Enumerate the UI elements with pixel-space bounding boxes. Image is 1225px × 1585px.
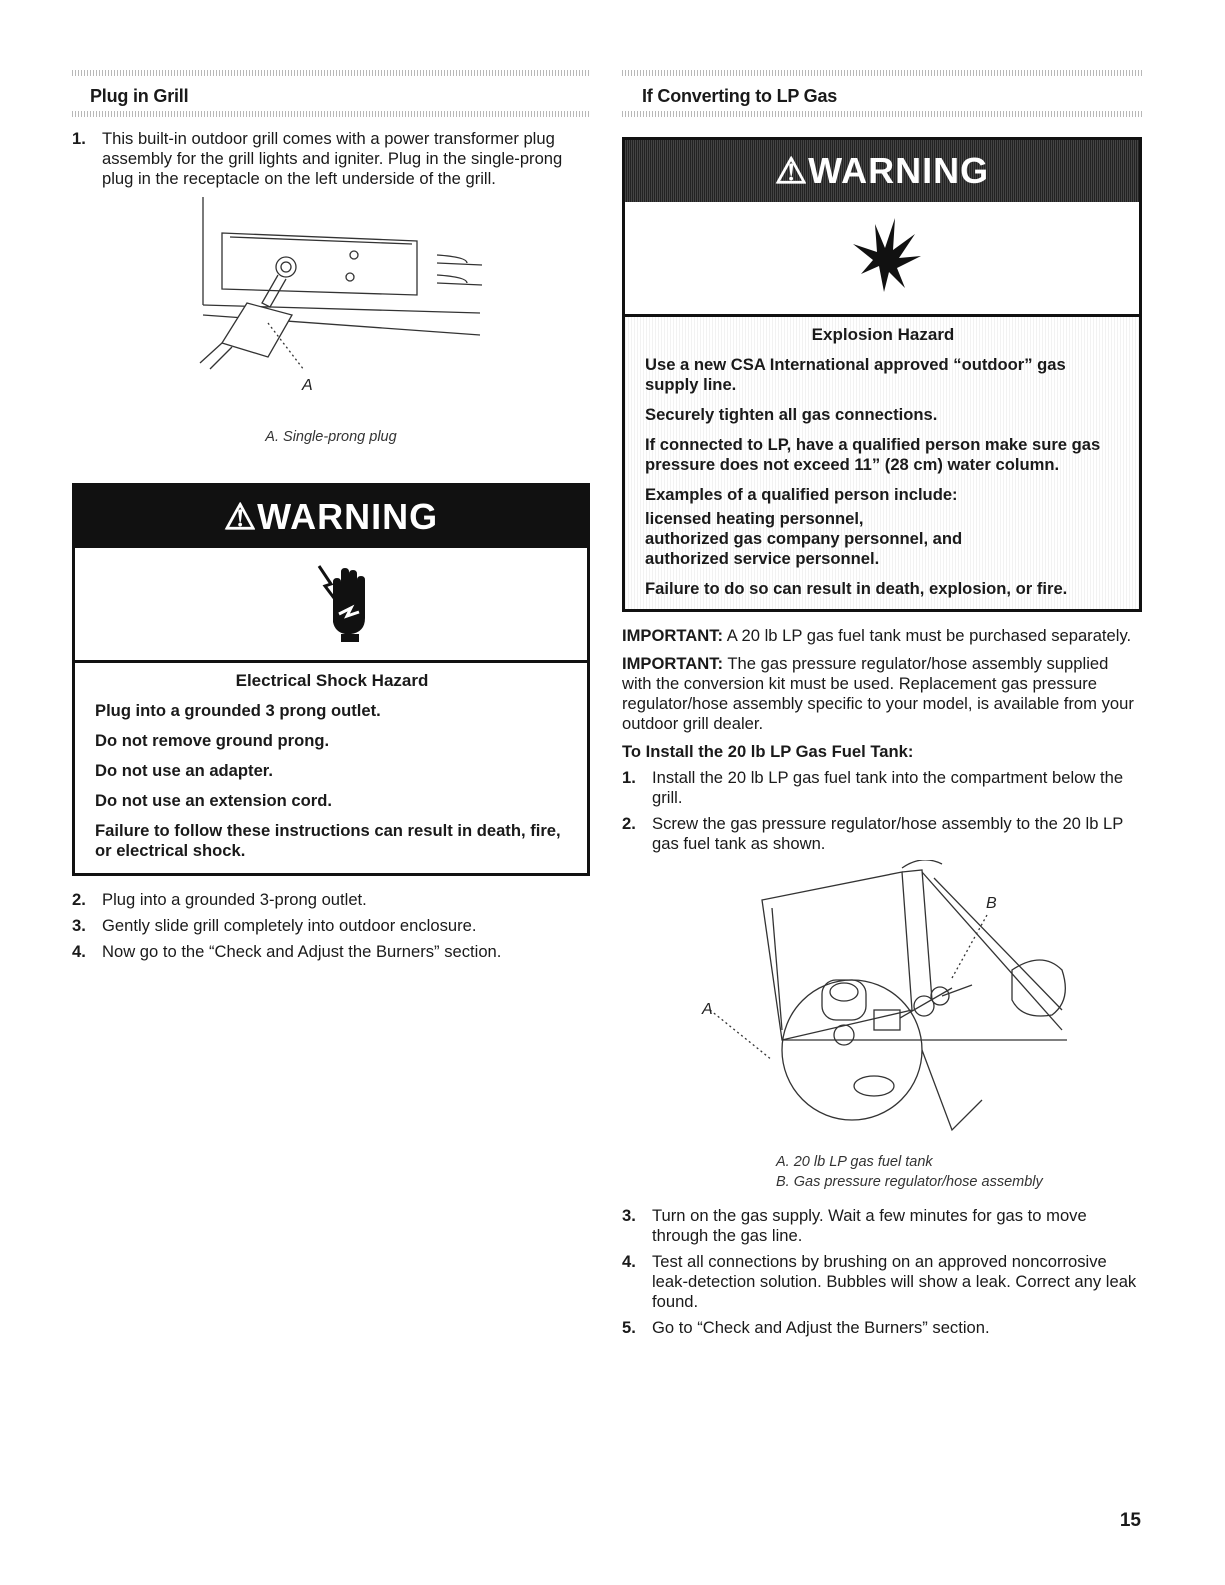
install-heading: To Install the 20 lb LP Gas Fuel Tank: xyxy=(622,742,914,761)
warning-line: Plug into a grounded 3 prong outlet. xyxy=(95,701,381,720)
warning-line: If connected to LP, have a qualified per… xyxy=(645,435,1101,474)
warning-line: Use a new CSA International approved “ou… xyxy=(645,355,1066,394)
warning-heading: ⚠WARNING xyxy=(625,140,1139,202)
warning-line: Do not remove ground prong. xyxy=(95,731,330,750)
figure-caption: A. 20 lb LP gas fuel tank B. Gas pressur… xyxy=(776,1154,1043,1190)
lp-tank-illustration: A B xyxy=(622,859,1142,1152)
section-title-lp-gas: If Converting to LP Gas xyxy=(642,86,838,106)
warning-line: licensed heating personnel, xyxy=(645,509,864,528)
warning-icon-area xyxy=(75,548,587,663)
explosion-icon xyxy=(853,218,921,292)
figure-caption: A. Single-prong plug xyxy=(265,429,397,445)
list-item: 2.Screw the gas pressure regulator/hose … xyxy=(622,814,1124,853)
warning-line: Examples of a qualified person include: xyxy=(645,485,958,504)
section-rule xyxy=(72,111,590,117)
warning-heading: ⚠WARNING xyxy=(75,486,587,548)
important-note: IMPORTANT: A 20 lb LP gas fuel tank must… xyxy=(622,626,1132,645)
figure-label-a: A xyxy=(301,377,313,394)
warning-line: Failure to follow these instructions can… xyxy=(95,821,561,860)
warning-line: Do not use an adapter. xyxy=(95,761,273,780)
list-item: 3.Turn on the gas supply. Wait a few min… xyxy=(622,1206,1087,1245)
electrical-shock-warning: ⚠WARNING Electrical Shock Hazard Plug in… xyxy=(72,483,590,876)
left-column: Plug in Grill 1.This built-in outdoor gr… xyxy=(72,70,590,968)
section-rule xyxy=(622,70,1142,76)
list-item: 5.Go to “Check and Adjust the Burners” s… xyxy=(622,1318,990,1337)
right-column: If Converting to LP Gas ⚠WARNING Explosi… xyxy=(622,70,1142,1344)
steps-list: 2.Plug into a grounded 3-prong outlet. 3… xyxy=(72,890,590,962)
section-title-plug-in-grill: Plug in Grill xyxy=(90,86,189,106)
figure-label-a: A xyxy=(701,1001,713,1018)
steps-list: 1.This built-in outdoor grill comes with… xyxy=(72,129,590,189)
warning-line: authorized service personnel. xyxy=(645,549,880,568)
section-rule xyxy=(622,111,1142,117)
warning-line: Do not use an extension cord. xyxy=(95,791,332,810)
warning-line: Failure to do so can result in death, ex… xyxy=(645,579,1068,598)
page-number: 15 xyxy=(1119,1510,1141,1531)
single-prong-plug-illustration: A xyxy=(199,197,483,394)
install-steps: 1.Install the 20 lb LP gas fuel tank int… xyxy=(622,768,1142,854)
figure-label-b: B xyxy=(986,895,997,912)
lp-tank-regulator-illustration: A B xyxy=(701,859,1067,1132)
section-rule xyxy=(72,70,590,76)
warning-body: Electrical Shock Hazard Plug into a grou… xyxy=(75,663,587,873)
warning-body: Explosion Hazard Use a new CSA Internati… xyxy=(625,317,1139,609)
warning-line: Securely tighten all gas connections. xyxy=(645,405,938,424)
list-item: 4.Now go to the “Check and Adjust the Bu… xyxy=(72,942,502,961)
list-item: 3.Gently slide grill completely into out… xyxy=(72,916,477,935)
important-notes: IMPORTANT: A 20 lb LP gas fuel tank must… xyxy=(622,626,1142,762)
install-steps-continued: 3.Turn on the gas supply. Wait a few min… xyxy=(622,1206,1142,1338)
warning-icon-area xyxy=(625,202,1139,317)
plug-illustration: A xyxy=(72,195,590,433)
list-item: 4.Test all connections by brushing on an… xyxy=(622,1252,1137,1311)
list-item: 1.Install the 20 lb LP gas fuel tank int… xyxy=(622,768,1124,807)
important-note: IMPORTANT: The gas pressure regulator/ho… xyxy=(622,654,1134,733)
explosion-warning: ⚠WARNING Explosion Hazard Use a new CSA … xyxy=(622,137,1142,612)
list-item: 2.Plug into a grounded 3-prong outlet. xyxy=(72,890,367,909)
warning-line: authorized gas company personnel, and xyxy=(645,529,963,548)
list-item: 1.This built-in outdoor grill comes with… xyxy=(72,129,563,188)
hazard-title: Explosion Hazard xyxy=(811,325,955,344)
hazard-title: Electrical Shock Hazard xyxy=(235,671,429,690)
electric-shock-hand-icon xyxy=(317,565,365,642)
